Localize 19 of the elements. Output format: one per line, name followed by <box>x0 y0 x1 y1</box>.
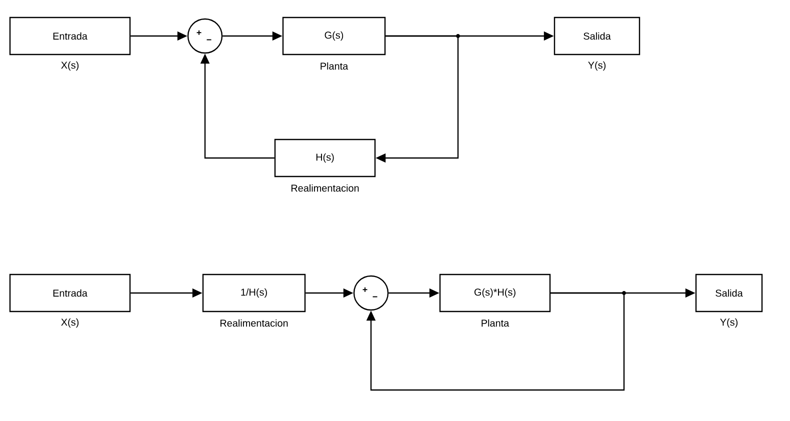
block-caption: Y(s) <box>588 61 606 71</box>
block-caption: X(s) <box>61 61 79 71</box>
block-box: G(s)*H(s) <box>439 274 551 312</box>
block-caption: Realimentacion <box>220 319 288 327</box>
block-box: Entrada <box>9 16 131 56</box>
block-box: 1/H(s) <box>202 274 306 312</box>
block-box: G(s) <box>282 16 386 56</box>
block-box: Entrada <box>9 274 131 312</box>
summing-junction: + − <box>353 275 389 311</box>
summing-junction: + − <box>187 18 223 54</box>
block-caption: Y(s) <box>720 318 738 328</box>
block-box: H(s) <box>274 138 376 178</box>
block-caption: Planta <box>320 62 348 70</box>
block-caption: X(s) <box>61 318 79 328</box>
arrow <box>366 292 625 391</box>
block-caption: Realimentacion <box>291 184 359 192</box>
block-box: Salida <box>695 274 763 312</box>
block-caption: Planta <box>482 319 510 327</box>
block-box: Salida <box>554 16 640 56</box>
